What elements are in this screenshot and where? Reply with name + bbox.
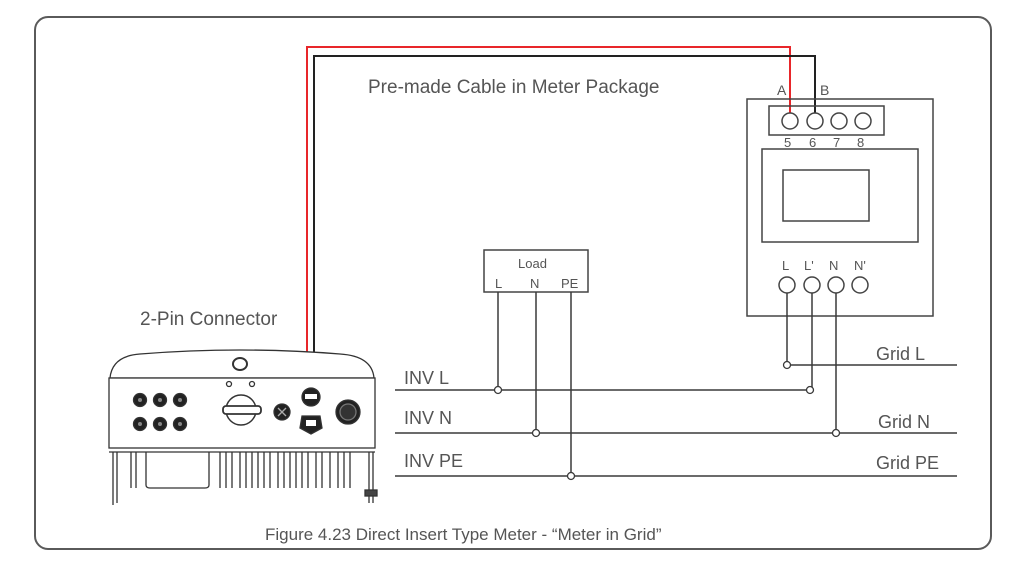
grid-n-label: Grid N <box>878 412 930 432</box>
junction-dot <box>493 385 503 395</box>
terminal-label-n: N <box>829 258 838 273</box>
figure-caption: Figure 4.23 Direct Insert Type Meter - “… <box>265 525 662 544</box>
heatsink-fins <box>219 452 351 488</box>
terminal-8 <box>854 112 872 130</box>
terminal-7 <box>830 112 848 130</box>
terminal-label-7: 7 <box>833 135 840 150</box>
terminal-label-8: 8 <box>857 135 864 150</box>
meter-display-housing <box>761 148 919 243</box>
figure-frame <box>34 16 992 550</box>
terminal-n <box>827 276 845 294</box>
load-terminal-l: L <box>495 276 502 291</box>
terminal-label-l: L <box>782 258 789 273</box>
junction-dot <box>831 428 841 438</box>
meter-display <box>782 169 870 222</box>
connector-label: 2-Pin Connector <box>140 309 278 330</box>
terminal-l-prime <box>803 276 821 294</box>
terminal-label-6: 6 <box>809 135 816 150</box>
load-terminal-n: N <box>530 276 539 291</box>
terminal-label-n-prime: N' <box>854 258 866 273</box>
grid-l-label: Grid L <box>876 344 925 364</box>
terminal-l <box>778 276 796 294</box>
meter-label-a: A <box>777 82 787 98</box>
junction-dot <box>531 428 541 438</box>
terminal-6 <box>806 112 824 130</box>
meter-label-b: B <box>820 82 829 98</box>
terminal-label-5: 5 <box>784 135 791 150</box>
inv-l-label: INV L <box>404 368 449 388</box>
terminal-n-prime <box>851 276 869 294</box>
load-title: Load <box>518 256 547 271</box>
grid-pe-label: Grid PE <box>876 453 939 473</box>
energy-meter: A B 5 6 7 8 L L' N N' <box>746 82 934 317</box>
junction-dot <box>805 385 815 395</box>
cable-a-red <box>306 46 791 372</box>
cable-label: Pre-made Cable in Meter Package <box>368 77 659 98</box>
junction-dot <box>782 360 792 370</box>
terminal-5 <box>781 112 799 130</box>
inverter <box>108 349 378 505</box>
load-box: Load L N PE <box>483 249 589 293</box>
inv-n-label: INV N <box>404 408 452 428</box>
load-terminal-pe: PE <box>561 276 579 291</box>
terminal-label-l-prime: L' <box>804 258 814 273</box>
junction-dot <box>566 471 576 481</box>
cable-b-black <box>313 55 816 372</box>
inv-pe-label: INV PE <box>404 451 463 471</box>
